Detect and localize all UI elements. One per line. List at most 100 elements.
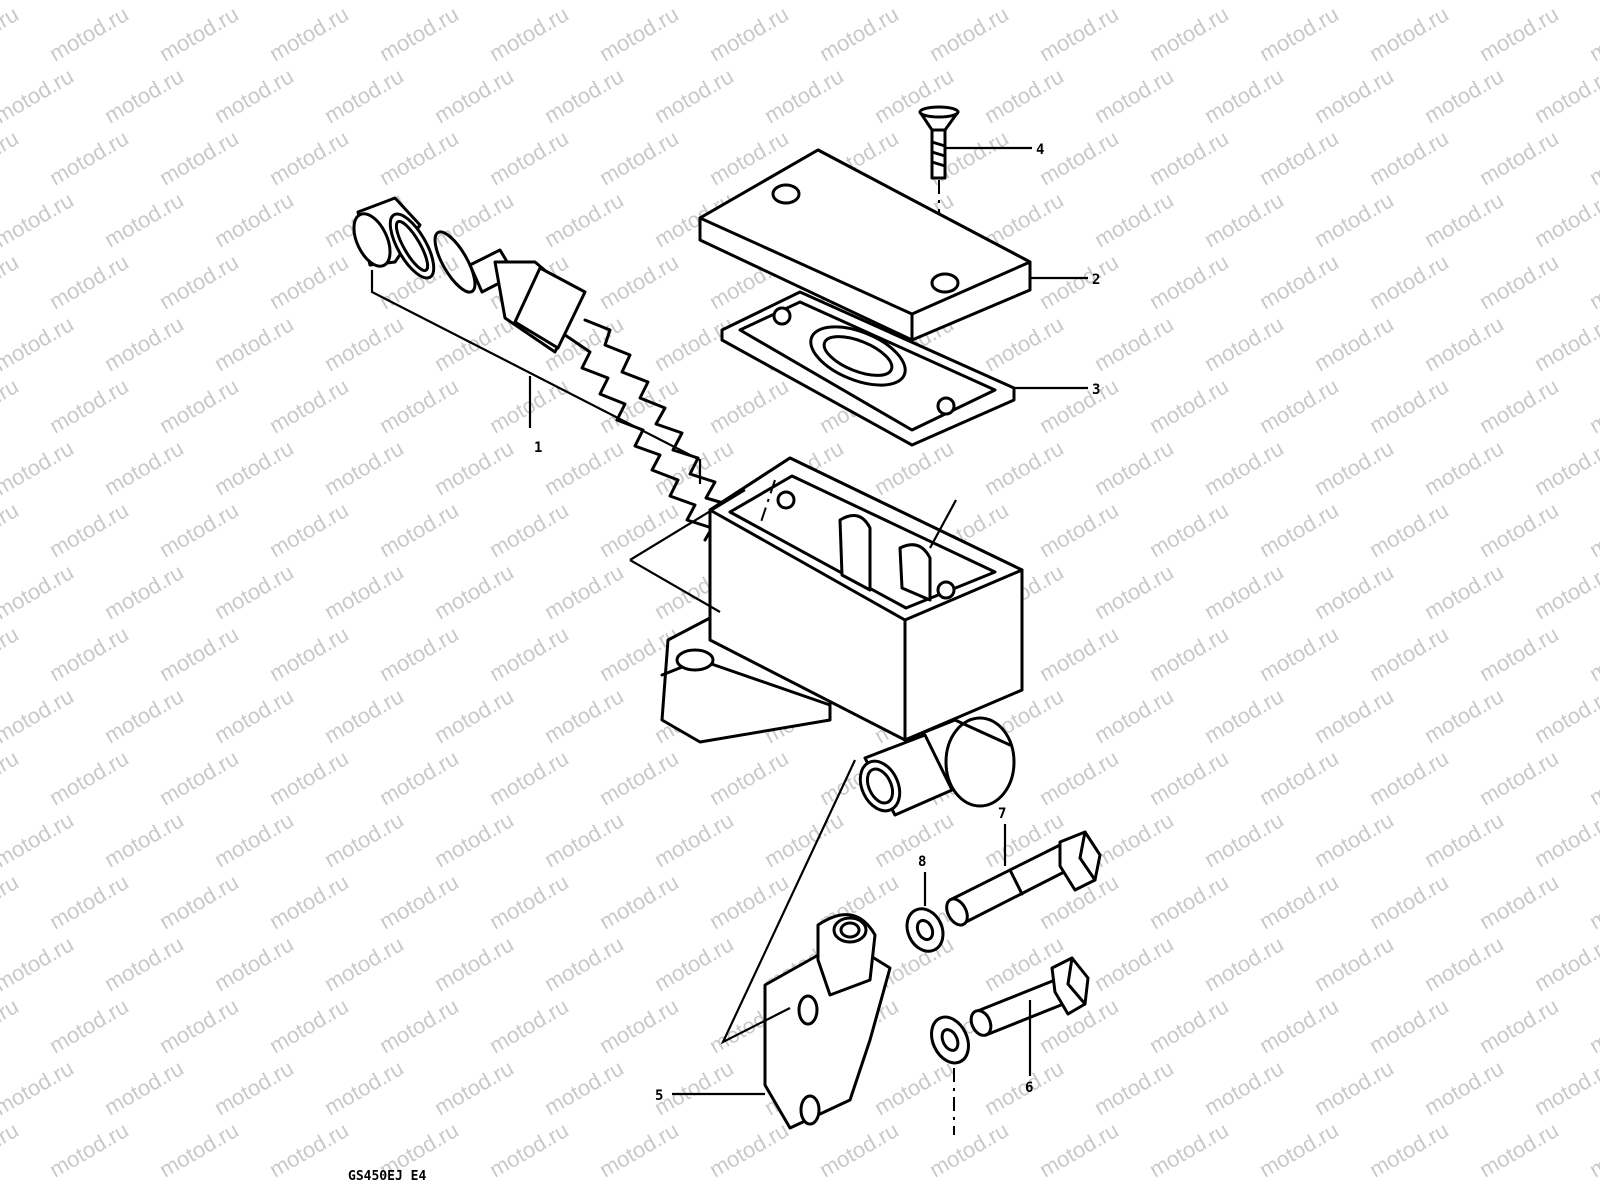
callout-7: 7 [998,806,1006,822]
watermark-text: motod.ru [155,373,243,438]
watermark-text: motod.ru [1475,1117,1563,1182]
watermark-text: motod.ru [1255,497,1343,562]
watermark-text: motod.ru [320,0,408,4]
watermark-text: motod.ru [485,497,573,562]
watermark-text: motod.ru [1475,497,1563,562]
watermark-text: motod.ru [375,497,463,562]
watermark-text: motod.ru [1255,1117,1343,1182]
watermark-text: motod.ru [375,745,463,810]
watermark-text: motod.ru [265,869,353,934]
watermark-text: motod.ru [0,1117,23,1182]
watermark-text: motod.ru [1090,559,1178,624]
watermark-text: motod.ru [1585,373,1600,438]
watermark-text: motod.ru [1420,559,1508,624]
watermark-text: motod.ru [0,931,78,996]
watermark-text: motod.ru [210,1055,298,1120]
watermark-text: motod.ru [1145,1117,1233,1182]
watermark-text: motod.ru [1585,249,1600,314]
watermark-text: motod.ru [705,1117,793,1182]
watermark-text: motod.ru [1420,807,1508,872]
watermark-text: motod.ru [925,1117,1013,1182]
watermark-text: motod.ru [540,0,628,4]
watermark-text: motod.ru [980,311,1068,376]
figure-reference: GS450EJ E4 [348,1169,426,1184]
watermark-text: motod.ru [100,559,188,624]
watermark-text: motod.ru [100,1055,188,1120]
watermark-text: motod.ru [925,1,1013,66]
watermark-text: motod.ru [1145,497,1233,562]
watermark-text: motod.ru [155,745,243,810]
watermark-text: motod.ru [1310,187,1398,252]
watermark-text: motod.ru [0,497,23,562]
watermark-text: motod.ru [375,125,463,190]
long-bolt [945,830,1102,927]
watermark-text: motod.ru [1200,807,1288,872]
watermark-text: motod.ru [375,869,463,934]
watermark-text: motod.ru [1420,931,1508,996]
watermark-text: motod.ru [0,435,78,500]
watermark-text: motod.ru [375,373,463,438]
watermark-text: motod.ru [1035,125,1123,190]
watermark-text: motod.ru [1310,807,1398,872]
watermark-text: motod.ru [430,187,518,252]
watermark-text: motod.ru [595,1117,683,1182]
washer-lower [930,1015,970,1065]
watermark-text: motod.ru [595,125,683,190]
watermark-text: motod.ru [0,187,78,252]
watermark-text: motod.ru [815,1,903,66]
watermark-text: motod.ru [1585,1,1600,66]
watermark-text: motod.ru [1365,621,1453,686]
watermark-text: motod.ru [45,745,133,810]
watermark-text: motod.ru [815,1117,903,1182]
watermark-text: motod.ru [210,63,298,128]
watermark-text: motod.ru [870,0,958,4]
watermark-text: motod.ru [430,0,518,4]
watermark-text: motod.ru [1530,807,1600,872]
watermark-text: motod.ru [430,931,518,996]
watermark-text: motod.ru [870,807,958,872]
watermark-text: motod.ru [0,249,23,314]
watermark-text: motod.ru [1365,993,1453,1058]
watermark-text: motod.ru [540,187,628,252]
watermark-text: motod.ru [1475,125,1563,190]
watermark-text: motod.ru [1585,869,1600,934]
watermark-text: motod.ru [595,745,683,810]
watermark-text: motod.ru [1255,993,1343,1058]
watermark-text: motod.ru [1475,373,1563,438]
watermark-text: motod.ru [0,745,23,810]
watermark-text: motod.ru [210,311,298,376]
watermark-text: motod.ru [1310,931,1398,996]
watermark-text: motod.ru [1530,187,1600,252]
watermark-text: motod.ru [1365,125,1453,190]
watermark-text: motod.ru [1530,435,1600,500]
watermark-text: motod.ru [1310,63,1398,128]
watermark-text: motod.ru [100,931,188,996]
watermark-text: motod.ru [760,0,848,4]
watermark-text: motod.ru [430,807,518,872]
watermark-text: motod.ru [265,249,353,314]
watermark-text: motod.ru [1090,63,1178,128]
watermark-text: motod.ru [540,63,628,128]
watermark-text: motod.ru [430,1055,518,1120]
watermark-text: motod.ru [980,435,1068,500]
watermark-text: motod.ru [155,1,243,66]
watermark-text: motod.ru [1475,745,1563,810]
watermark-text: motod.ru [540,559,628,624]
watermark-text: motod.ru [45,621,133,686]
watermark-text: motod.ru [705,745,793,810]
watermark-text: motod.ru [1310,0,1398,4]
watermark-text: motod.ru [0,993,23,1058]
watermark-text: motod.ru [1310,311,1398,376]
watermark-text: motod.ru [0,373,23,438]
watermark-text: motod.ru [320,683,408,748]
watermark-text: motod.ru [265,373,353,438]
watermark-text: motod.ru [210,559,298,624]
watermark-text: motod.ru [265,497,353,562]
handlebar-clamp [763,913,892,1130]
watermark-text: motod.ru [1530,311,1600,376]
watermark-text: motod.ru [1420,311,1508,376]
watermark-text: motod.ru [1255,373,1343,438]
callout-5: 5 [655,1088,663,1104]
watermark-text: motod.ru [45,249,133,314]
watermark-text: motod.ru [595,1,683,66]
